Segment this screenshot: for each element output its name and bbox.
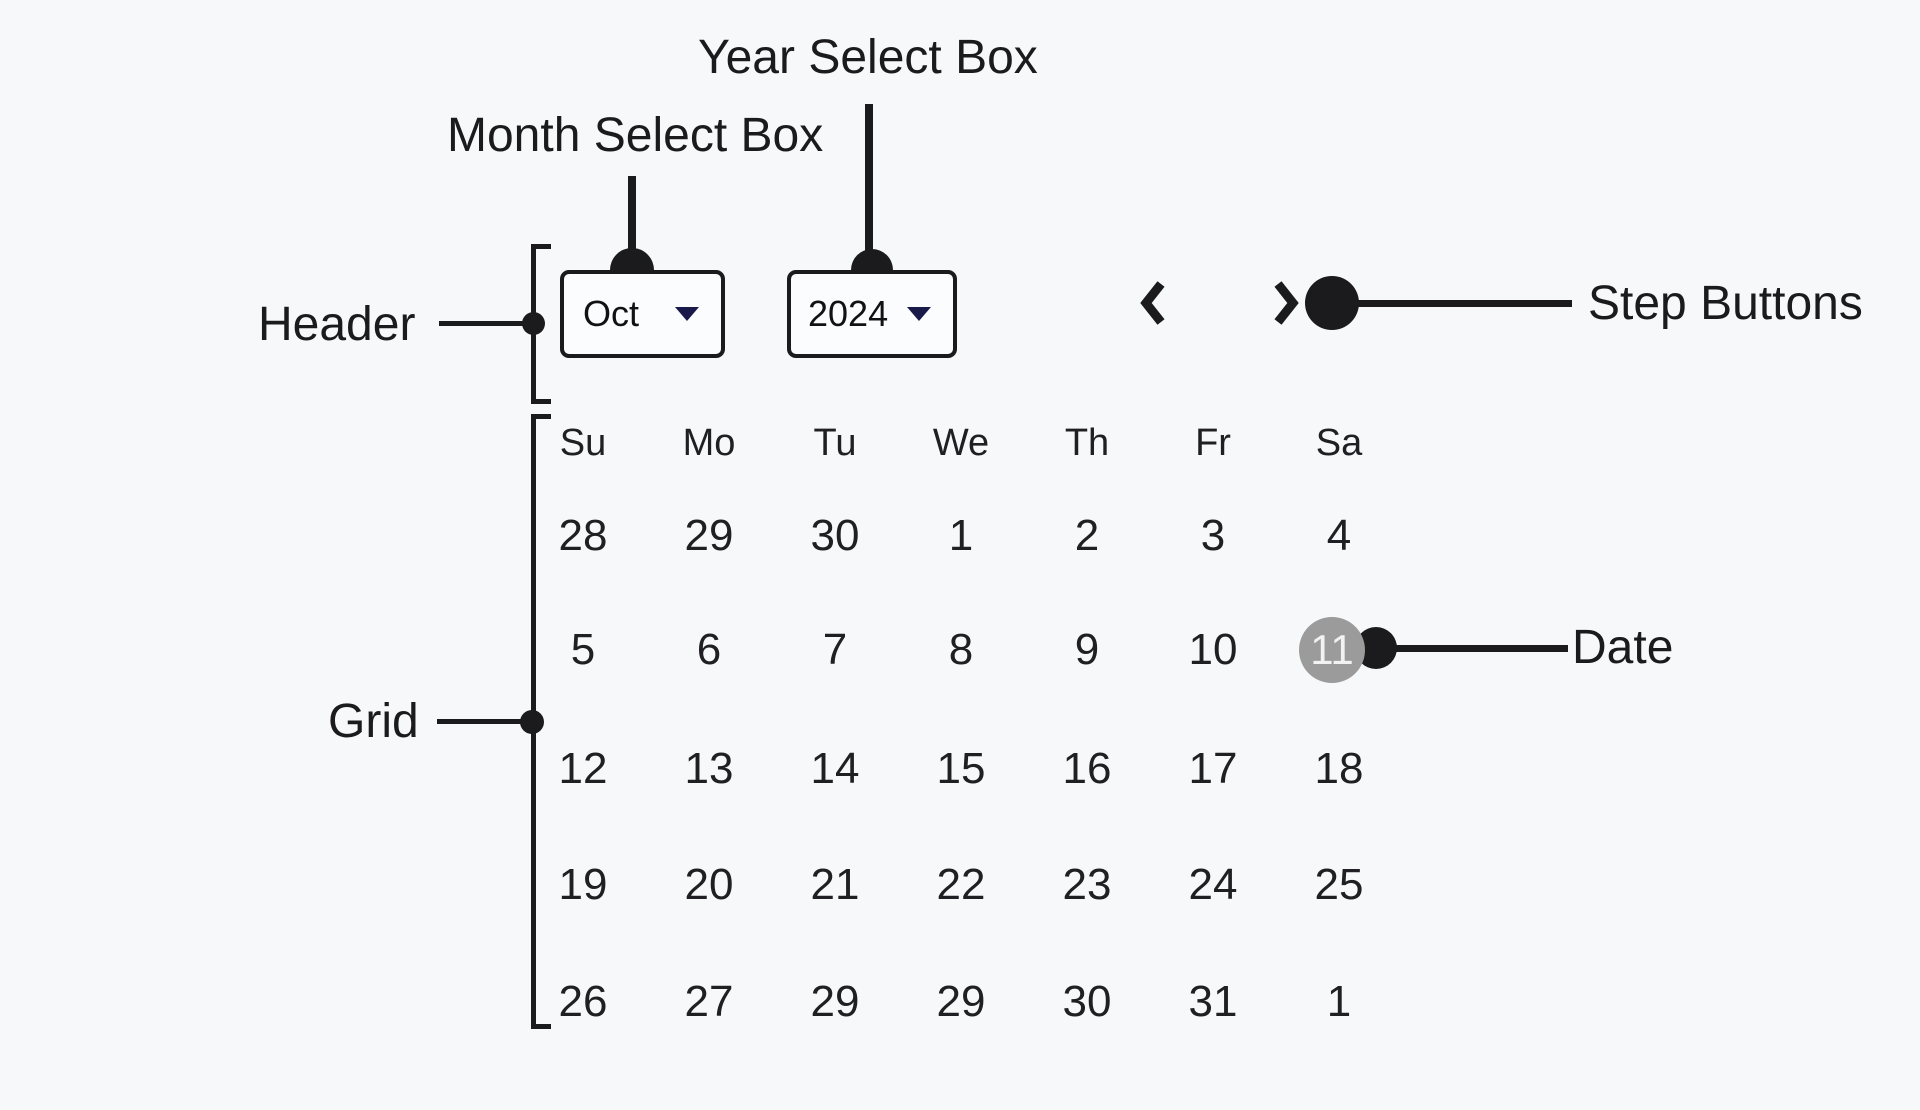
header-bracket-line [531, 244, 536, 404]
month-callout-line [628, 176, 636, 272]
month-select-value: Oct [583, 293, 640, 334]
date-cell[interactable]: 12 [558, 744, 608, 793]
grid-bracket-tick-bottom [531, 1024, 551, 1029]
step-leader-line [1350, 300, 1572, 307]
month-select-box[interactable]: Oct [560, 270, 725, 358]
grid-bracket-tick-top [531, 414, 551, 419]
date-cell[interactable]: 29 [810, 977, 860, 1026]
weekday-header: Mo [682, 421, 736, 464]
annotation-header: Header [258, 298, 416, 351]
weekday-header: Tu [813, 421, 857, 464]
date-cell-selected[interactable]: 11 [1276, 591, 1402, 709]
weekday-header: Sa [1315, 421, 1363, 464]
calendar-grid: Su Mo Tu We Th Fr Sa 28 29 30 1 2 3 4 5 … [520, 405, 1402, 1063]
date-cell[interactable]: 24 [1188, 860, 1238, 909]
date-cell[interactable]: 16 [1062, 744, 1112, 793]
selected-date-circle[interactable]: 11 [1299, 617, 1365, 683]
date-cell[interactable]: 6 [696, 625, 722, 674]
date-cell[interactable]: 3 [1200, 511, 1226, 560]
annotation-year-select-box: Year Select Box [698, 31, 1038, 84]
year-select-value: 2024 [808, 293, 889, 334]
date-cell[interactable]: 10 [1188, 625, 1238, 674]
header-bracket-tick-bottom [531, 399, 551, 404]
date-cell[interactable]: 18 [1314, 744, 1364, 793]
grid-bracket-line [531, 414, 536, 1029]
grid-leader-line [437, 719, 527, 724]
date-cell[interactable]: 17 [1188, 744, 1238, 793]
date-cell[interactable]: 4 [1326, 511, 1352, 560]
date-leader-line [1392, 645, 1568, 652]
date-cell[interactable]: 7 [822, 625, 848, 674]
date-cell[interactable]: 29 [684, 511, 734, 560]
date-cell[interactable]: 1 [948, 511, 974, 560]
date-cell[interactable]: 13 [684, 744, 734, 793]
date-cell[interactable]: 1 [1326, 977, 1352, 1026]
step-connector-dot [1305, 276, 1359, 330]
weekday-header: Th [1064, 421, 1110, 464]
annotation-date: Date [1572, 621, 1674, 674]
date-cell[interactable]: 8 [948, 625, 974, 674]
date-cell[interactable]: 30 [810, 511, 860, 560]
date-cell[interactable]: 15 [936, 744, 986, 793]
year-callout-line [865, 104, 873, 272]
date-cell[interactable]: 29 [936, 977, 986, 1026]
weekday-header: We [932, 421, 990, 464]
weekday-header: Fr [1195, 421, 1231, 464]
date-cell[interactable]: 28 [558, 511, 608, 560]
date-cell[interactable]: 2 [1074, 511, 1100, 560]
header-leader-line [439, 321, 529, 326]
chevron-right-icon[interactable] [1272, 279, 1300, 327]
date-cell[interactable]: 26 [558, 977, 608, 1026]
annotation-step-buttons: Step Buttons [1588, 277, 1863, 330]
date-cell[interactable]: 21 [810, 860, 860, 909]
date-cell[interactable]: 23 [1062, 860, 1112, 909]
year-select-box[interactable]: 2024 [787, 270, 957, 358]
header-bracket-tick-top [531, 244, 551, 249]
date-cell[interactable]: 25 [1314, 860, 1364, 909]
date-cell[interactable]: 19 [558, 860, 608, 909]
caret-down-icon [907, 307, 931, 321]
weekday-header: Su [559, 421, 607, 464]
date-cell[interactable]: 5 [570, 625, 596, 674]
date-cell[interactable]: 14 [810, 744, 860, 793]
date-cell[interactable]: 20 [684, 860, 734, 909]
date-cell[interactable]: 9 [1074, 625, 1100, 674]
date-cell[interactable]: 27 [684, 977, 734, 1026]
annotation-month-select-box: Month Select Box [447, 109, 824, 162]
chevron-left-icon[interactable] [1139, 279, 1167, 327]
date-cell[interactable]: 30 [1062, 977, 1112, 1026]
caret-down-icon [675, 307, 699, 321]
date-cell[interactable]: 31 [1188, 977, 1238, 1026]
annotation-grid: Grid [328, 695, 419, 748]
date-cell[interactable]: 22 [936, 860, 986, 909]
